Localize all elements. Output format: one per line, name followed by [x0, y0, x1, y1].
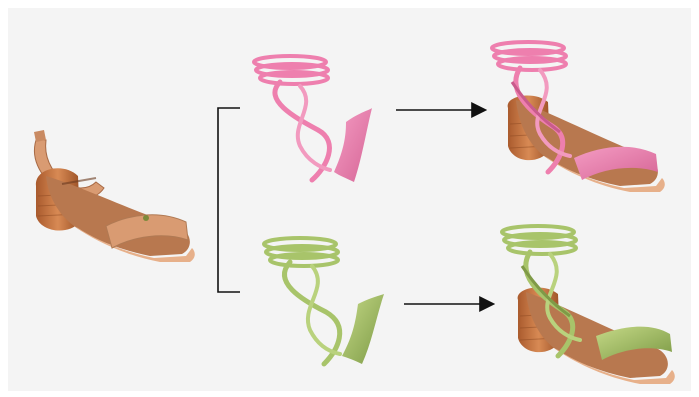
- pink-result-sandal: [492, 42, 665, 192]
- pink-strap-component: [254, 56, 372, 182]
- source-sandal: [34, 130, 195, 262]
- green-strap-component: [264, 238, 384, 364]
- green-result-sandal: [502, 226, 675, 384]
- bracket-icon: [218, 108, 240, 292]
